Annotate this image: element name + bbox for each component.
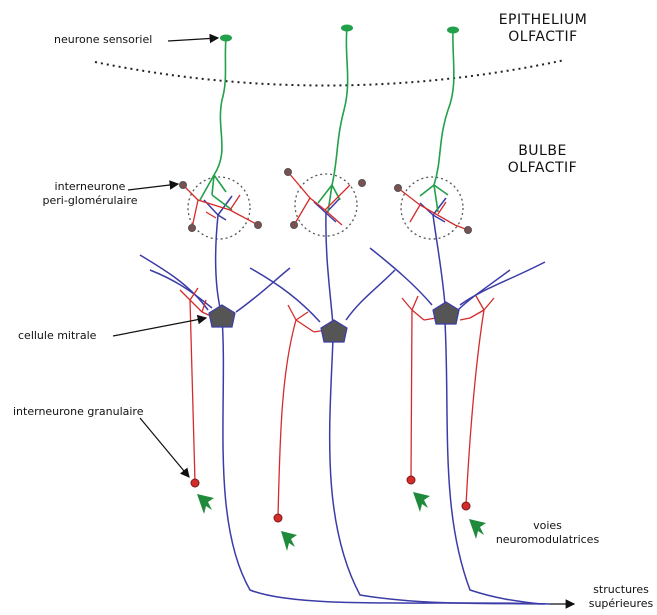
neuromodulatory-label-line-2: neuromodulatrices <box>495 533 600 546</box>
neuromodulatory-arrow-3 <box>413 492 430 512</box>
sensory-neuron-label: neurone sensoriel <box>54 33 153 46</box>
neuromodulatory-arrow-2 <box>281 531 297 551</box>
higher-structures-label: structures supérieures <box>582 583 657 611</box>
mitral-cell-label: cellule mitrale <box>18 329 97 342</box>
granular-interneurons <box>179 287 495 518</box>
neuromodulatory-pathways-label: voies neuromodulatrices <box>480 519 615 547</box>
pointer-sensory <box>167 33 220 44</box>
olfactory-epithelium-title: EPITHELIUM OLFACTIF <box>468 12 618 46</box>
granular-interneuron-label: interneurone granulaire <box>13 405 144 418</box>
higher-structures-label-line-1: structures <box>593 583 649 596</box>
mitral-cell-body-1 <box>208 304 236 328</box>
sensory-neuron-ending-1 <box>220 34 232 42</box>
epithelium-title-line-2: OLFACTIF <box>508 29 578 45</box>
neuromodulatory-arrows <box>197 492 486 551</box>
glomerulus-2 <box>294 173 358 237</box>
pointer-periglomerular <box>127 180 180 191</box>
epithelium-boundary <box>94 59 566 87</box>
periglomerular-interneurons <box>182 171 469 231</box>
sensory-neurons <box>199 27 455 213</box>
pointer-granular <box>139 417 190 478</box>
sensory-neuron-ending-2 <box>341 24 353 32</box>
bulb-title-line-2: OLFACTIF <box>507 160 578 176</box>
mitral-cell-body-3 <box>432 301 460 325</box>
bulb-title-line-1: BULBE <box>518 143 567 159</box>
olfactory-bulb-title: BULBE OLFACTIF <box>490 143 595 177</box>
pointer-arrows <box>112 33 576 609</box>
higher-structures-label-line-2: supérieures <box>588 597 654 610</box>
neuromodulatory-arrow-4 <box>469 519 486 539</box>
periglomerular-label-line-1: interneurone <box>54 180 126 193</box>
granular-cell-bodies <box>190 475 471 523</box>
sensory-neuron-ending-3 <box>447 26 459 34</box>
pointer-mitral <box>112 314 208 337</box>
neuromodulatory-arrow-1 <box>197 494 214 514</box>
glomerulus-3 <box>400 176 464 240</box>
periglomerular-label-line-2: peri-glomérulaire <box>42 194 138 207</box>
epithelium-title-line-1: EPITHELIUM <box>498 12 588 28</box>
periglomerular-interneuron-label: interneurone peri-glomérulaire <box>30 180 150 208</box>
mitral-cell-body-2 <box>320 319 348 343</box>
glomerulus-1 <box>187 176 251 240</box>
periglomerular-cell-bodies <box>179 168 472 234</box>
neuromodulatory-label-line-1: voies <box>533 519 562 532</box>
